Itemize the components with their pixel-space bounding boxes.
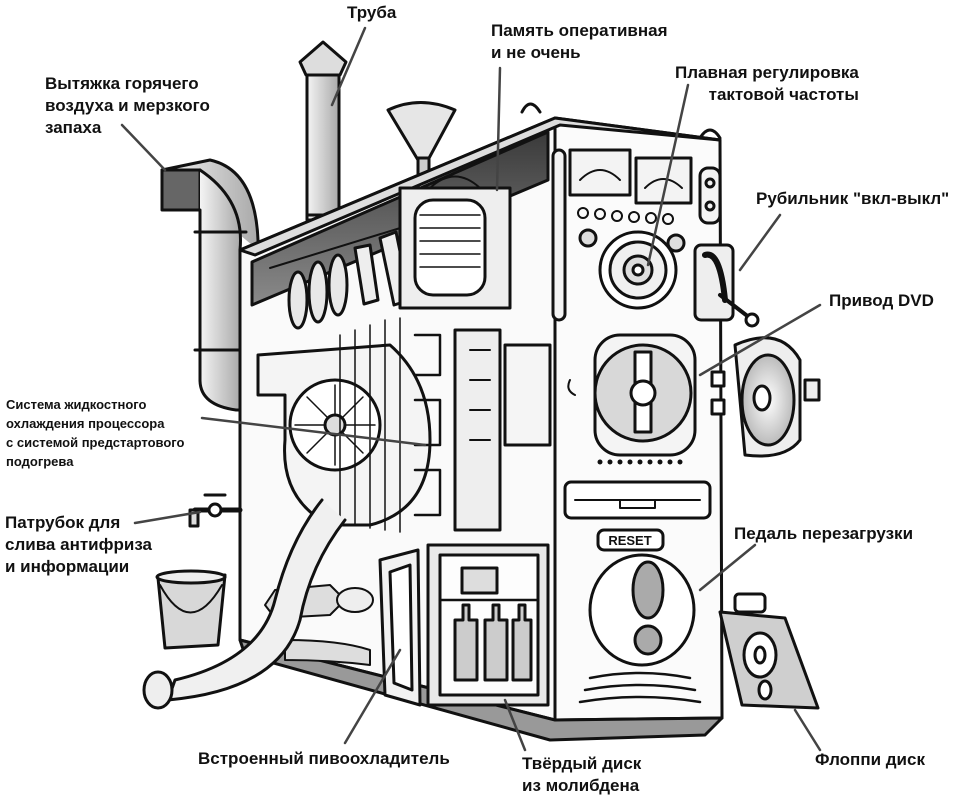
label-line: Плавная регулировка xyxy=(675,63,859,82)
label-line: Память оперативная xyxy=(491,21,668,40)
label-line: тактовой частоты xyxy=(708,85,859,104)
chimney-pipe xyxy=(298,40,348,222)
label-beer-cooler: Встроенный пивоохладитель xyxy=(198,748,450,770)
label-line: Патрубок для xyxy=(5,513,121,532)
funnel xyxy=(386,101,457,180)
label-switch: Рубильник "вкл-выкл" xyxy=(756,188,949,210)
label-hard-disk: Твёрдый диск из молибдена xyxy=(522,753,641,797)
label-line: подогрева xyxy=(6,454,74,469)
label-pipe: Труба xyxy=(347,2,396,24)
leader-lines xyxy=(120,26,822,752)
drain-hose xyxy=(142,498,347,710)
label-line: Вытяжка горячего xyxy=(45,74,199,93)
label-line: с системой предстартового xyxy=(6,435,185,450)
reset-plate: RESET xyxy=(596,528,665,552)
label-dvd: Привод DVD xyxy=(829,290,934,312)
label-line: Система жидкостного xyxy=(6,397,147,412)
dvd-drive xyxy=(567,333,821,465)
bucket xyxy=(155,569,227,650)
label-clock: Плавная регулировка тактовой частоты xyxy=(675,62,859,106)
label-floppy: Флоппи диск xyxy=(815,749,925,771)
label-line: Педаль перезагрузки xyxy=(734,524,914,543)
label-line: охлаждения процессора xyxy=(6,416,165,431)
control-panel xyxy=(551,148,722,322)
radiator-coils xyxy=(339,317,442,533)
label-line: Встроенный пивоохладитель xyxy=(198,749,450,768)
label-line: запаха xyxy=(45,118,102,137)
exhaust-duct xyxy=(160,158,260,412)
reset-pedal xyxy=(578,553,702,704)
label-line: и не очень xyxy=(491,43,581,62)
label-line: из молибдена xyxy=(522,776,640,795)
floppy-slot xyxy=(563,480,712,520)
label-line: и информации xyxy=(5,557,130,576)
power-switch xyxy=(693,243,760,328)
label-line: слива антифриза xyxy=(5,535,152,554)
label-cooling: Система жидкостного охлаждения процессор… xyxy=(6,395,185,471)
label-exhaust: Вытяжка горячего воздуха и мерзкого запа… xyxy=(45,73,210,139)
label-reset: Педаль перезагрузки xyxy=(734,523,913,545)
label-line: Рубильник "вкл-выкл" xyxy=(756,189,950,208)
floppy-disk xyxy=(718,592,820,710)
reset-plate-text: RESET xyxy=(608,533,651,548)
label-line: Флоппи диск xyxy=(815,750,925,769)
label-line: Труба xyxy=(347,3,397,22)
hanging-fish xyxy=(269,224,412,330)
label-line: Твёрдый диск xyxy=(522,754,642,773)
beer-fridge xyxy=(378,543,550,707)
label-line: Привод DVD xyxy=(829,291,934,310)
memory-module xyxy=(398,175,512,310)
drain-tap xyxy=(188,493,243,528)
label-memory: Память оперативная и не очень xyxy=(491,20,667,64)
label-line: воздуха и мерзкого xyxy=(45,96,210,115)
label-drain: Патрубок для слива антифриза и информаци… xyxy=(5,512,152,578)
inner-boards xyxy=(453,328,552,532)
